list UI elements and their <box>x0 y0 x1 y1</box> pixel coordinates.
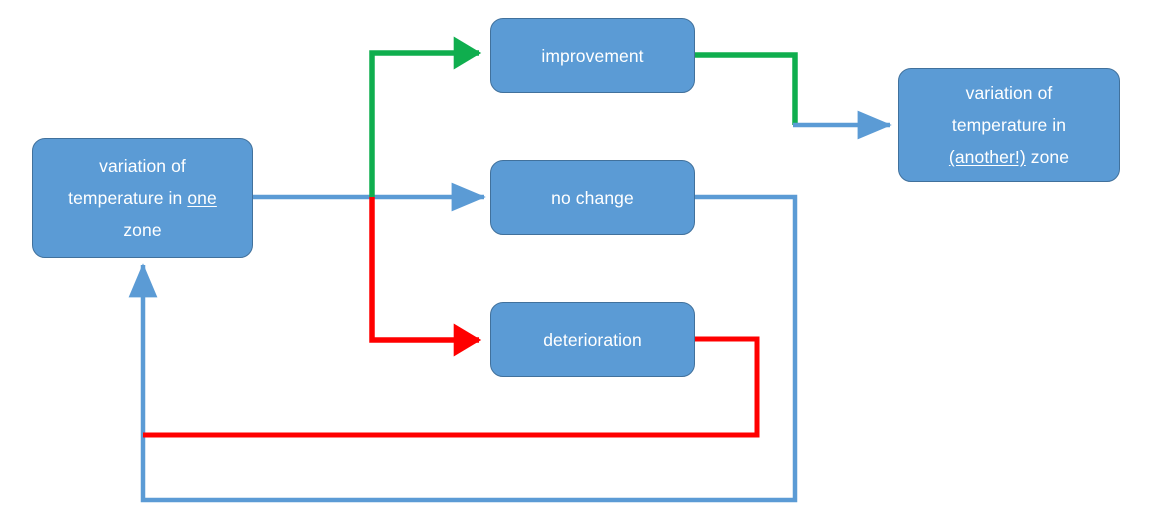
underlined-another: (another!) <box>948 147 1026 167</box>
node-no-change[interactable]: no change <box>490 160 695 235</box>
edge-branch-to-deterioration <box>369 197 482 357</box>
node-label: improvement <box>541 45 644 66</box>
node-deterioration[interactable]: deterioration <box>490 302 695 377</box>
node-label: deterioration <box>543 329 642 350</box>
edge-improvement-to-target-green <box>695 52 798 125</box>
node-label: no change <box>551 187 634 208</box>
edge-deterioration-to-source <box>143 336 760 438</box>
node-improvement[interactable]: improvement <box>490 18 695 93</box>
edge-branch-to-improvement <box>369 36 482 197</box>
underlined-one: one <box>187 188 217 208</box>
edge-nochange-to-source <box>128 194 798 503</box>
